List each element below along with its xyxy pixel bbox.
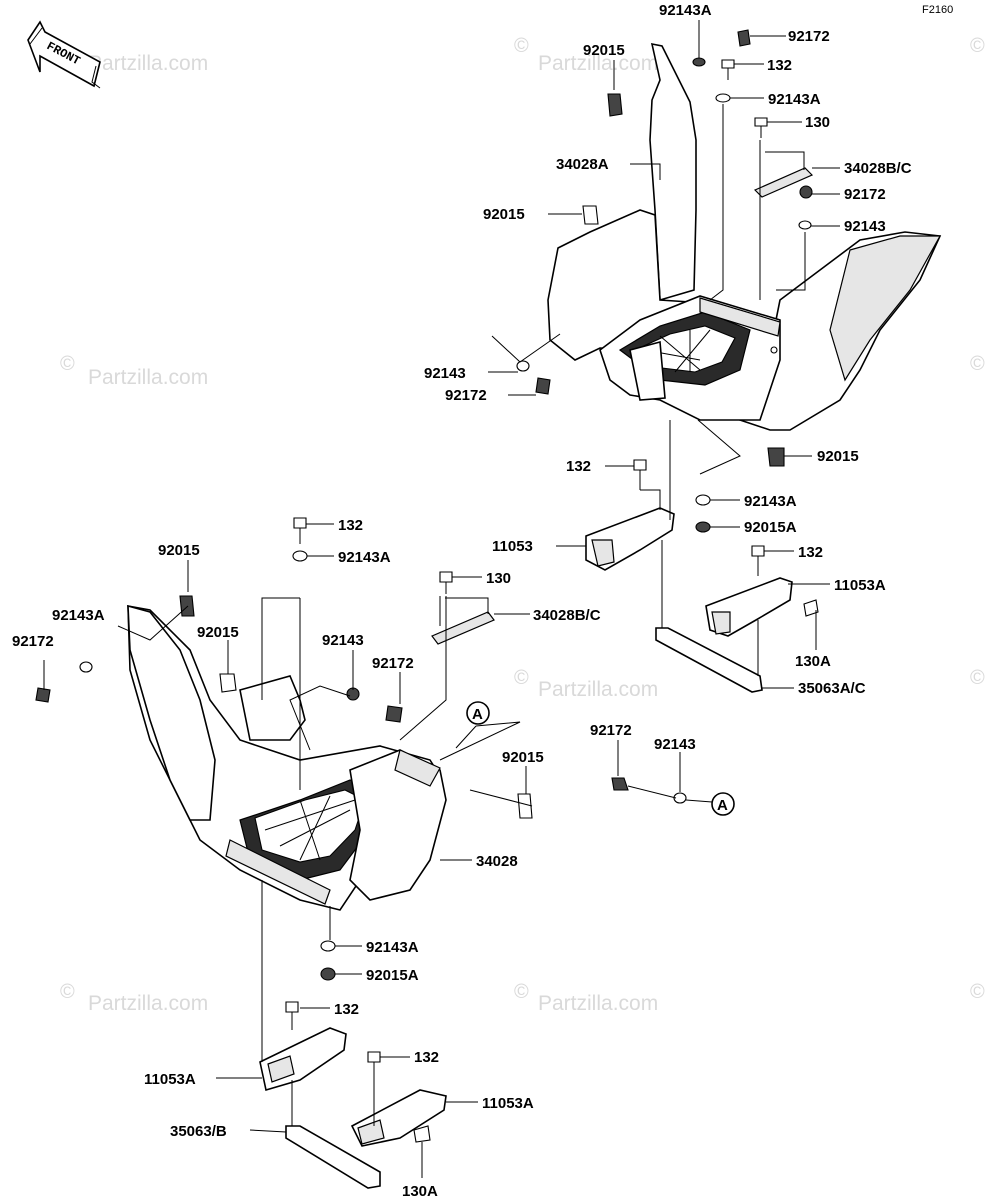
part-label: 11053A bbox=[482, 1095, 534, 1112]
part-label: 92015 bbox=[502, 749, 544, 766]
part-label: 92015A bbox=[366, 967, 419, 984]
watermark-text: Partzilla.com bbox=[88, 992, 208, 1015]
part-label: 92143 bbox=[322, 632, 364, 649]
part-label: 34028B/C bbox=[844, 160, 912, 177]
part-label: 92172 bbox=[788, 28, 830, 45]
part-label: 34028 bbox=[476, 853, 518, 870]
part-label: 132 bbox=[338, 517, 363, 534]
part-label: 11053 bbox=[492, 538, 533, 555]
part-label: 34028B/C bbox=[533, 607, 601, 624]
part-label: 132 bbox=[334, 1001, 359, 1018]
watermark-copyright: © bbox=[514, 981, 529, 1003]
part-label: 92172 bbox=[12, 633, 54, 650]
watermark-copyright: © bbox=[60, 981, 75, 1003]
part-label: 132 bbox=[414, 1049, 439, 1066]
part-label: 130A bbox=[402, 1183, 438, 1200]
callout-letter: A bbox=[472, 706, 483, 723]
watermark-copyright: © bbox=[970, 35, 985, 57]
part-label: 92172 bbox=[445, 387, 487, 404]
part-label: 11053A bbox=[144, 1071, 196, 1088]
callout-a-upper: A bbox=[466, 701, 490, 725]
part-label: 35063A/C bbox=[798, 680, 866, 697]
hardware-upper bbox=[516, 29, 819, 617]
part-label: 92143A bbox=[744, 493, 797, 510]
part-label: 92143A bbox=[52, 607, 105, 624]
watermarks: Partzilla.com Partzilla.com © © © Partzi… bbox=[60, 35, 985, 1015]
part-labels: 92143A 92172 92015 132 92143A 130 34028A… bbox=[12, 2, 912, 1200]
part-label: 92143A bbox=[366, 939, 419, 956]
brackets-lower bbox=[259, 1027, 447, 1189]
part-label: 11053A bbox=[834, 577, 886, 594]
leader-lines bbox=[43, 20, 840, 1178]
watermark-text: Partzilla.com bbox=[88, 52, 208, 75]
part-label: 92172 bbox=[590, 722, 632, 739]
watermark-copyright: © bbox=[514, 35, 529, 57]
part-label: 132 bbox=[798, 544, 823, 561]
part-label: 92015 bbox=[197, 624, 239, 641]
watermark-copyright: © bbox=[60, 353, 75, 375]
callout-letter: A bbox=[717, 797, 728, 814]
part-label: 34028A bbox=[556, 156, 609, 173]
callout-a-lower: A bbox=[711, 792, 735, 816]
part-label: 35063/B bbox=[170, 1123, 227, 1140]
part-label: 92015A bbox=[744, 519, 797, 536]
part-label: 92143A bbox=[338, 549, 391, 566]
part-label: 92015 bbox=[583, 42, 625, 59]
footrest-upper-assembly bbox=[547, 42, 942, 431]
watermark-copyright: © bbox=[970, 981, 985, 1003]
figure-code: F2160 bbox=[922, 4, 953, 16]
watermark-text: Partzilla.com bbox=[538, 678, 658, 701]
part-label: 132 bbox=[767, 57, 792, 74]
watermark-text: Partzilla.com bbox=[538, 992, 658, 1015]
part-label: 92143 bbox=[424, 365, 466, 382]
watermark-text: Partzilla.com bbox=[88, 366, 208, 389]
hardware-lower bbox=[35, 517, 687, 1143]
part-label: 92015 bbox=[158, 542, 200, 559]
part-label: 92143 bbox=[654, 736, 696, 753]
part-label: 92143 bbox=[844, 218, 886, 235]
watermark-copyright: © bbox=[970, 353, 985, 375]
brackets-upper bbox=[585, 507, 793, 693]
part-label: 92015 bbox=[483, 206, 525, 223]
part-label: 92015 bbox=[817, 448, 859, 465]
part-label: 92143A bbox=[659, 2, 712, 19]
watermark-text: Partzilla.com bbox=[538, 52, 658, 75]
footrest-lower-assembly bbox=[127, 596, 495, 911]
part-label: 92172 bbox=[844, 186, 886, 203]
watermark-copyright: © bbox=[970, 667, 985, 689]
part-label: 92172 bbox=[372, 655, 414, 672]
part-label: 130 bbox=[805, 114, 830, 131]
part-label: 132 bbox=[566, 458, 591, 475]
part-label: 130A bbox=[795, 653, 831, 670]
part-label: 92143A bbox=[768, 91, 821, 108]
watermark-copyright: © bbox=[514, 667, 529, 689]
part-label: 130 bbox=[486, 570, 511, 587]
